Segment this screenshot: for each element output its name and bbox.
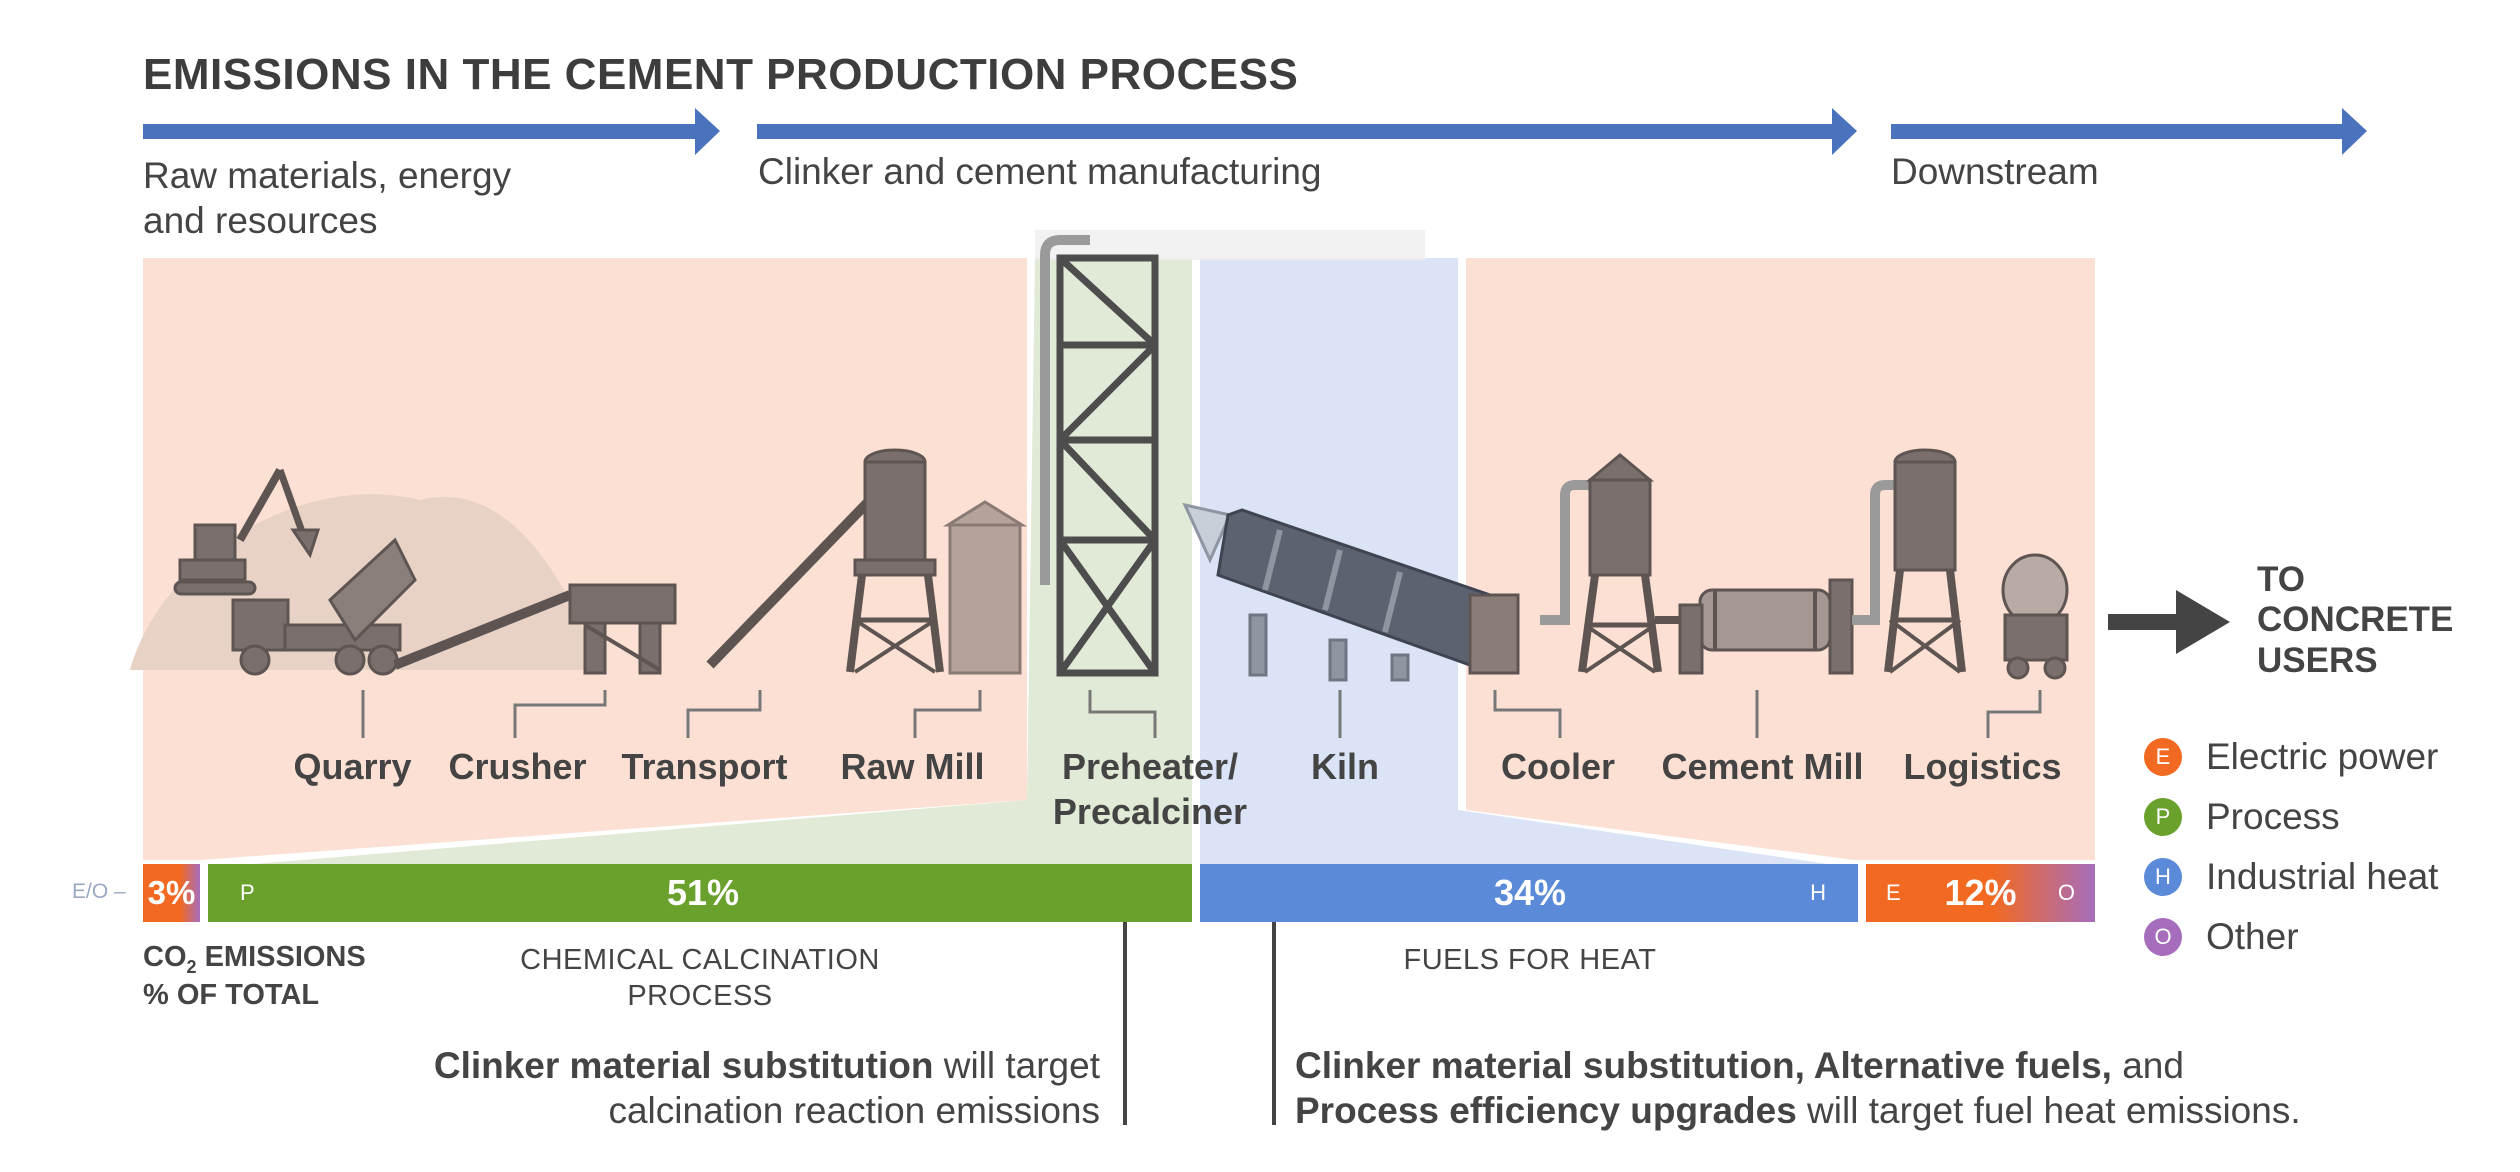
dump-truck-icon xyxy=(231,537,417,676)
legend-dot-p: P xyxy=(2144,798,2182,836)
step-label-crusher: Crusher xyxy=(448,746,587,787)
segment-eo-3: 3% xyxy=(143,864,200,922)
step-label-logistics: Logistics xyxy=(1903,746,2062,787)
note-calcination: Clinker material substitution will targe… xyxy=(433,1045,1100,1132)
segment-heat-34: 34% H xyxy=(1200,864,1858,922)
legend-dot-h: H xyxy=(2144,858,2182,896)
panel-downstream xyxy=(1466,258,2095,860)
step-label-cement-mill: Cement Mill xyxy=(1661,746,1864,787)
segment-eo-12: E 12% O xyxy=(1866,864,2095,922)
stage-label-manufacturing: Clinker and cement manufacturing xyxy=(758,151,1322,192)
destination-label: TO CONCRETE USERS xyxy=(2257,560,2454,680)
cooler-icon xyxy=(1468,593,1520,675)
logistics-silo-icon xyxy=(1884,448,1966,674)
stage-arrow-manufacturing-head xyxy=(1832,108,1857,155)
preheater-tower-icon xyxy=(1040,235,1159,677)
legend-item-industrial-heat: H Industrial heat xyxy=(2144,856,2438,898)
step-label-raw-mill: Raw Mill xyxy=(840,746,985,787)
process-label: CHEMICAL CALCINATION PROCESS xyxy=(520,944,880,1013)
stage-arrow-downstream xyxy=(1891,124,2345,139)
conveyor-2 xyxy=(706,496,874,669)
panel-process xyxy=(205,258,1192,868)
step-label-cooler: Cooler xyxy=(1500,746,1615,787)
step-label-kiln: Kiln xyxy=(1311,746,1379,787)
legend-item-process: P Process xyxy=(2144,796,2340,838)
step-leader-lines xyxy=(361,690,2042,738)
cooler-silo-icon xyxy=(1540,453,1662,674)
stage-arrow-downstream-head xyxy=(2342,108,2367,155)
step-label-transport: Transport xyxy=(621,746,788,787)
axis-label: CO2 EMISSIONS % OF TOTAL xyxy=(143,941,366,1012)
stage-label-downstream: Downstream xyxy=(1891,151,2099,192)
cement-mill-icon xyxy=(1655,480,1895,675)
raw-mill-icon xyxy=(846,448,944,674)
legend-item-other: O Other xyxy=(2144,916,2299,958)
kiln-icon xyxy=(1182,502,1492,682)
excavator-icon xyxy=(173,468,321,596)
segment-process-51: P 51% xyxy=(208,864,1192,922)
crusher-icon xyxy=(568,583,677,675)
stage-arrow-manufacturing xyxy=(757,124,1835,139)
destination-arrow-icon xyxy=(2108,590,2230,654)
note-fuel-heat: Clinker material substitution, Alternati… xyxy=(1295,1045,2301,1132)
stage-arrow-raw-materials-head xyxy=(695,108,720,155)
legend-dot-o: O xyxy=(2144,918,2182,956)
stage-label-raw-materials: Raw materials, energy and resources xyxy=(143,155,512,242)
heat-label: FUELS FOR HEAT xyxy=(1403,944,1657,976)
step-label-quarry: Quarry xyxy=(293,746,412,787)
silo-icon xyxy=(942,500,1028,675)
step-label-preheater: Preheater/ Precalciner xyxy=(1052,746,1248,832)
eo-prefix: E/O – xyxy=(72,880,126,903)
page-title: EMISSIONS IN THE CEMENT PRODUCTION PROCE… xyxy=(143,50,1299,99)
stage-arrow-raw-materials xyxy=(143,124,698,139)
conveyor-1 xyxy=(393,590,572,670)
mixer-truck-icon xyxy=(2001,553,2069,680)
machinery xyxy=(130,235,2069,682)
legend-dot-e: E xyxy=(2144,738,2182,776)
panel-heat xyxy=(1200,258,1855,868)
legend-item-electric-power: E Electric power xyxy=(2144,736,2438,778)
